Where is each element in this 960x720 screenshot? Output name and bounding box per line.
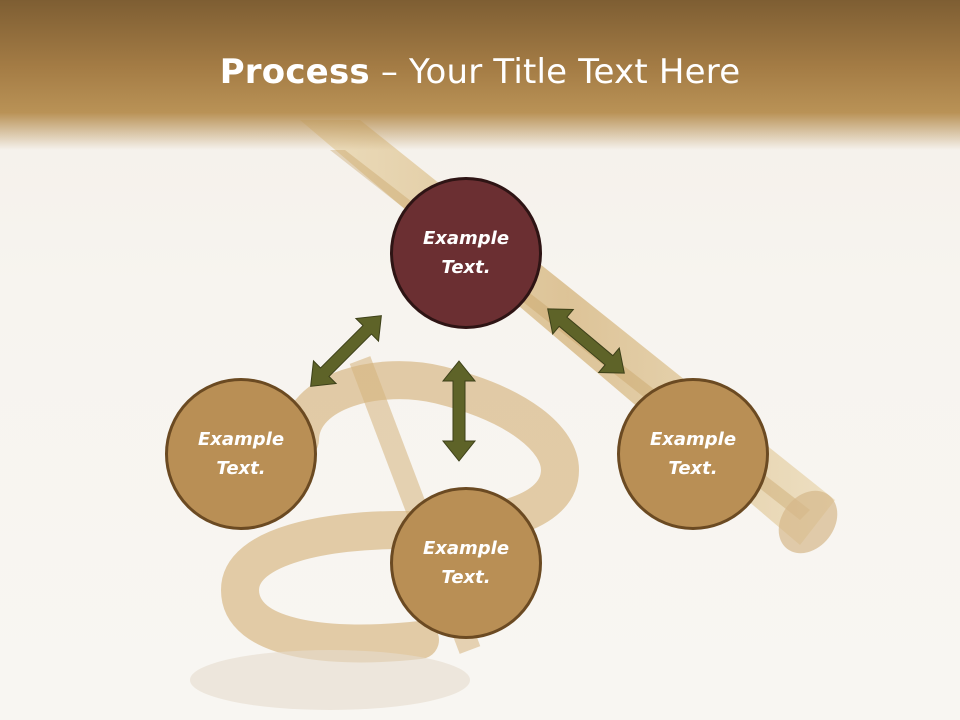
double-arrow-top-right <box>547 308 625 374</box>
process-node-top: Example Text. <box>390 177 542 329</box>
process-node-right: Example Text. <box>617 378 769 530</box>
double-arrow-vertical <box>441 360 477 462</box>
process-node-bottom: Example Text. <box>390 487 542 639</box>
title-rest: – Your Title Text Here <box>369 52 741 92</box>
node-left-label: Example Text. <box>197 429 285 479</box>
slide-title: Process – Your Title Text Here <box>0 52 960 92</box>
node-top-label: Example Text. <box>422 228 510 278</box>
title-bar <box>0 0 960 150</box>
process-node-left: Example Text. <box>165 378 317 530</box>
title-bold: Process <box>219 52 370 92</box>
node-bottom-label: Example Text. <box>422 538 510 588</box>
double-arrow-top-left <box>310 315 382 387</box>
node-right-label: Example Text. <box>649 429 737 479</box>
